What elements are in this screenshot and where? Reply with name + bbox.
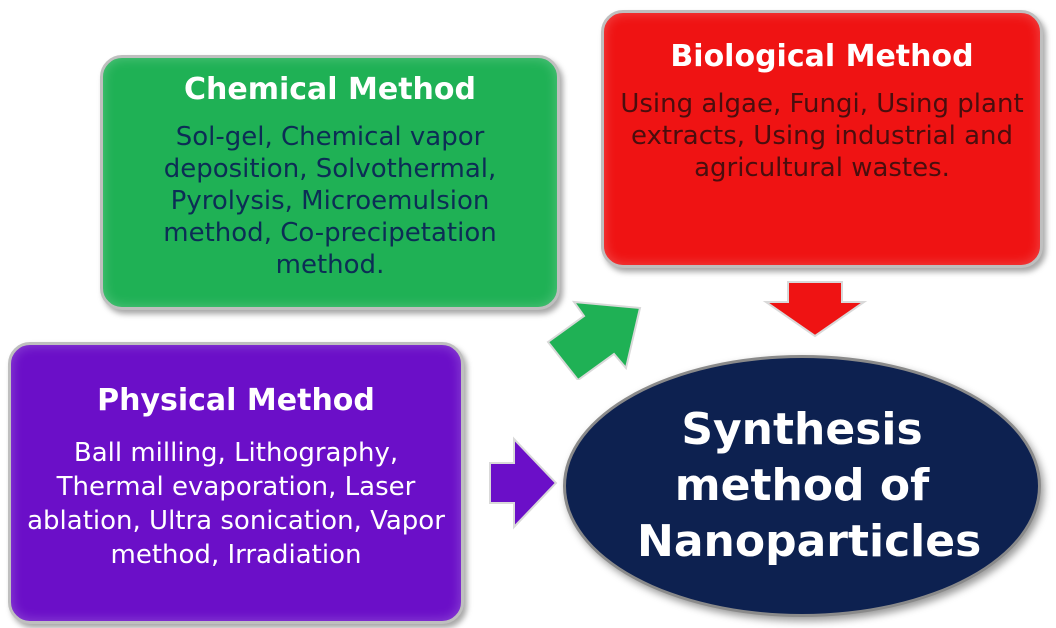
physical-method-box: Physical Method Ball milling, Lithograph… [8,342,464,624]
physical-method-description: Ball milling, Lithography, Thermal evapo… [27,438,445,570]
biological-to-center-arrow-icon [762,281,868,338]
biological-method-box: Biological Method Using algae, Fungi, Us… [601,10,1043,268]
physical-method-title: Physical Method [97,383,375,418]
synthesis-center-label: Synthesis method of Nanoparticles [637,404,982,567]
chemical-method-title: Chemical Method [183,72,476,107]
physical-to-center-arrow-icon [489,436,558,530]
chemical-method-description: Sol-gel, Chemical vapor deposition, Solv… [163,122,497,280]
chemical-method-box: Chemical Method Sol-gel, Chemical vapor … [100,55,560,310]
biological-method-description: Using algae, Fungi, Using plant extracts… [620,89,1024,183]
synthesis-center-ellipse: Synthesis method of Nanoparticles [563,355,1041,617]
chemical-to-center-arrow-icon [546,300,642,380]
biological-method-title: Biological Method [670,39,974,74]
